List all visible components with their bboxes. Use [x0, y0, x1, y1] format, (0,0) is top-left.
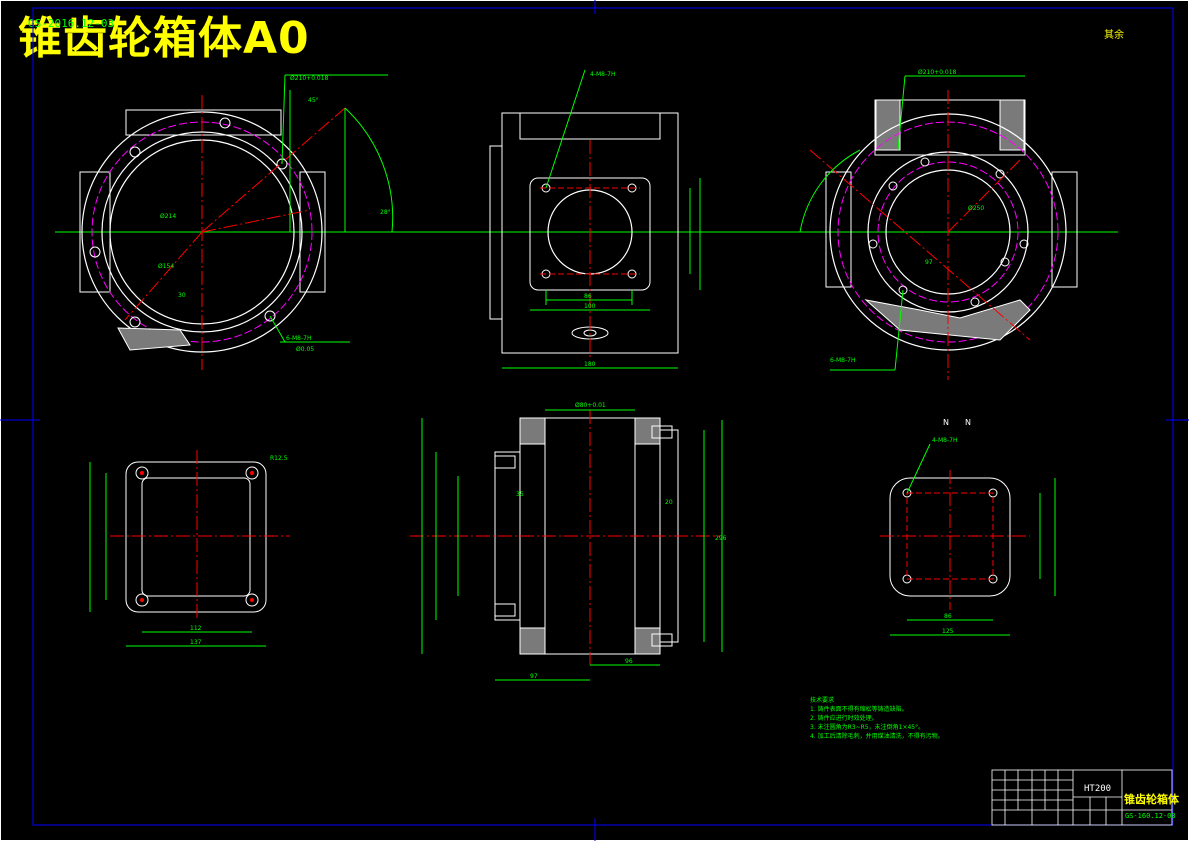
title-block-part-name: 锥齿轮箱体: [1124, 793, 1179, 806]
dim-right-97: 97: [925, 259, 933, 266]
dim-right-bore: Ø210+0.018: [918, 69, 957, 76]
dim-side-180: 180: [584, 361, 596, 368]
title-block: [991, 769, 1173, 826]
note-item-2: 2. 铸件应进行时效处理。: [810, 715, 878, 722]
dim-angle-45: 45°: [308, 97, 319, 104]
note-item-1: 1. 铸件表面不得有缩松等铸造缺陷。: [810, 706, 908, 713]
square-flange-view: [880, 443, 1056, 636]
dim-sec-35: 35: [516, 491, 524, 498]
small-flange-view: [89, 450, 290, 647]
section-view: [410, 409, 723, 681]
title-block-part-code: GS-160.12-03: [1125, 812, 1176, 820]
notes-title: 技术要求: [810, 697, 835, 704]
dim-angle-28: 28°: [380, 209, 391, 216]
technical-notes: 技术要求 1. 铸件表面不得有缩松等铸造缺陷。 2. 铸件应进行时效处理。 3.…: [810, 696, 944, 741]
section-mark-right: N: [965, 418, 971, 427]
dim-side-86: 86: [584, 293, 592, 300]
note-item-4: 4. 加工后清除毛刺，并用煤油清洗，不得有污物。: [810, 733, 944, 740]
dim-sec-top: Ø80+0.01: [575, 402, 606, 409]
drawing-number-top: GS-2016.12-03: [28, 17, 115, 30]
drawing-title: 锥齿轮箱体A0: [18, 13, 310, 64]
dim-sec-97: 97: [530, 673, 538, 680]
dim-small-137: 137: [190, 639, 202, 646]
dim-small-112: 112: [190, 625, 202, 632]
dim-dia-214: Ø214: [160, 213, 176, 220]
dim-right-thread: 6-M8-7H: [830, 357, 855, 364]
dim-pos-tolerance: Ø0.05: [296, 346, 314, 353]
dim-len-30: 30: [178, 292, 186, 299]
front-view: [79, 74, 394, 370]
dim-front-bore: Ø210+0.018: [290, 75, 329, 82]
dim-thread-m8: 6-M8-7H: [286, 335, 311, 342]
side-view: [489, 69, 701, 369]
dim-sq-125: 125: [942, 628, 954, 635]
dim-sq-86: 86: [944, 613, 952, 620]
surface-roughness-note: 其余: [1104, 30, 1124, 41]
dim-sec-96: 96: [625, 658, 633, 665]
right-view: [799, 75, 1078, 380]
dim-dia-154: Ø154: [158, 263, 174, 270]
dim-sq-thread: 4-M8-7H: [932, 437, 957, 444]
note-item-3: 3. 未注圆角为R3~R5，未注倒角1×45°。: [810, 724, 925, 731]
dim-small-r12: R12.5: [270, 455, 288, 462]
title-block-material: HT200: [1084, 784, 1112, 794]
dim-side-thread: 4-M8-7H: [590, 71, 615, 78]
dim-sec-20: 20: [665, 499, 673, 506]
dim-side-100: 100: [584, 303, 596, 310]
dim-right-dia: Ø250: [968, 205, 984, 212]
dim-sec-296: 296: [715, 535, 727, 542]
section-mark-left: N: [943, 418, 949, 427]
sheet-inner-border: [32, 7, 1174, 826]
